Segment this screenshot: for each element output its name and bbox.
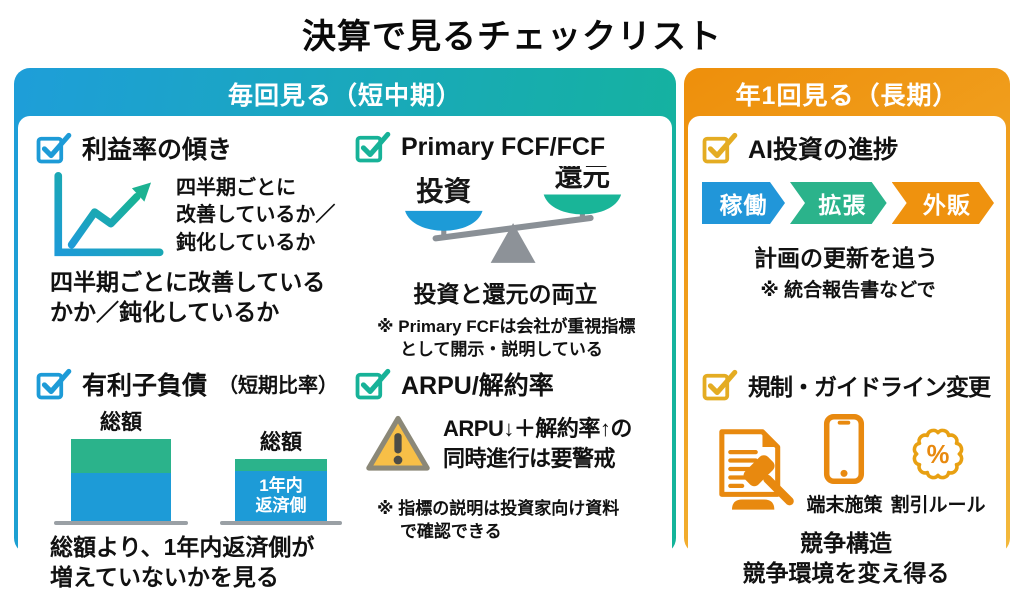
item-heading: 有利子負債 （短期比率）	[36, 366, 341, 402]
item-heading: Primary FCF/FCF	[355, 130, 660, 164]
arpu-warning-text: ARPU↓＋解約率↑の 同時進行は要警戒	[443, 416, 632, 471]
item-heading-label: ARPU/解約率	[401, 371, 554, 400]
bar-segment-green	[235, 458, 327, 471]
profit-trend-side-text: 四半期ごとに 改善しているか／ 鈍化しているか	[176, 176, 336, 254]
checkbox-icon	[702, 369, 738, 401]
checkbox-icon	[36, 368, 72, 400]
item-arpu-churn: ARPU/解約率 ARPU↓＋解約率↑の 同時進行は要警戒 ※ 指標の説明は投資…	[355, 362, 660, 598]
left-panel-body: 利益率の傾き 四半期ごとに 改善しているか／ 鈍化しているか	[18, 116, 672, 604]
item-heading: AI投資の進捗	[702, 130, 994, 166]
bar-segment-blue: 1年内 返済側	[235, 470, 327, 521]
debt-caption: 総額より、1年内返済側が 増えていないかを見る	[50, 533, 315, 590]
debt-bars-figure: 総額 総額 1年内 返済側	[54, 406, 342, 525]
ai-progress-steps: 稼働 拡張 外販	[702, 182, 994, 224]
bar-segment-green	[71, 438, 171, 473]
checkbox-icon	[36, 132, 72, 164]
profit-trend-figure: 四半期ごとに 改善しているか／ 鈍化しているか	[50, 172, 341, 260]
bar-label: 総額	[100, 410, 142, 434]
step-arrow: 稼働	[702, 182, 785, 224]
percent-glyph: %	[927, 441, 950, 469]
bar-label: 総額	[260, 430, 302, 454]
scale-left-label: 投資	[416, 176, 471, 207]
right-panel-body: AI投資の進捗 稼働 拡張 外販 計画の更新を追う ※ 統合報告書などで 規	[688, 116, 1006, 595]
percent-badge-icon: %	[912, 428, 964, 480]
phone-label: 端末施策	[806, 495, 883, 516]
item-heading: 利益率の傾き	[36, 130, 341, 166]
item-heading-label: 規制・ガイドライン変更	[748, 374, 991, 400]
step-arrow: 拡張	[790, 182, 887, 224]
item-heading-sub: （短期比率）	[218, 375, 339, 398]
stacked-bar-icon	[71, 438, 171, 521]
checkbox-icon	[702, 132, 738, 164]
panel-long-term: 年1回見る（長期） AI投資の進捗 稼働 拡張 外販 計画の更新を追う ※ 統合	[684, 68, 1010, 595]
debt-bar-after: 総額 1年内 返済側	[220, 426, 342, 525]
panels-container: 毎回見る（短中期） 利益率の傾き	[0, 68, 1024, 604]
ai-note: ※ 統合報告書などで	[760, 279, 936, 301]
item-ai-investment: AI投資の進捗 稼働 拡張 外販 計画の更新を追う ※ 統合報告書などで	[702, 126, 994, 350]
checkbox-icon	[355, 131, 391, 163]
regulation-icons: 端末施策 % 割引ルール	[702, 412, 994, 517]
item-heading-label: Primary FCF/FCF	[401, 132, 606, 161]
bar-inner-label: 1年内 返済側	[255, 476, 307, 515]
debt-bar-before: 総額	[54, 406, 188, 525]
arpu-warning-figure: ARPU↓＋解約率↑の 同時進行は要警戒	[363, 412, 660, 476]
fcf-caption: 投資と還元の両立	[413, 281, 598, 307]
baseline	[220, 520, 342, 525]
item-profit-margin-trend: 利益率の傾き 四半期ごとに 改善しているか／ 鈍化しているか	[36, 126, 341, 362]
step-arrow: 外販	[892, 182, 994, 224]
ai-caption: 計画の更新を追う	[754, 245, 938, 271]
smartphone-icon	[824, 414, 865, 484]
page-title: 決算で見るチェックリスト	[302, 18, 722, 56]
stacked-bar-icon: 1年内 返済側	[235, 458, 327, 521]
item-heading: ARPU/解約率	[355, 366, 660, 402]
scale-right-label: 還元	[554, 166, 609, 191]
left-panel-header: 毎回見る（短中期）	[227, 82, 462, 110]
bar-segment-blue	[71, 472, 171, 521]
phone-policy-group: 端末施策	[806, 412, 883, 517]
baseline	[54, 520, 188, 525]
item-heading-label: 利益率の傾き	[82, 136, 233, 164]
item-interest-bearing-debt: 有利子負債 （短期比率） 総額 総額	[36, 362, 342, 598]
item-primary-fcf: Primary FCF/FCF 投資 還元 投資と還元の両立 ※	[355, 126, 660, 362]
discount-rule-group: % 割引ルール	[891, 422, 986, 517]
item-heading-label: 有利子負債	[82, 371, 208, 400]
panel-short-term: 毎回見る（短中期） 利益率の傾き	[14, 68, 676, 604]
line-chart-icon	[54, 172, 164, 257]
profit-trend-caption: 四半期ごとに改善している かか／鈍化しているか	[50, 269, 326, 325]
item-regulation-change: 規制・ガイドライン変更	[702, 364, 994, 589]
right-panel-header: 年1回見る（長期）	[735, 82, 959, 110]
item-heading: 規制・ガイドライン変更	[702, 368, 994, 402]
warning-triangle-icon	[366, 415, 430, 471]
arpu-note: ※ 指標の説明は投資家向け資料 で確認できる	[377, 498, 620, 541]
item-heading-label: AI投資の進捗	[748, 136, 899, 164]
badge-label: 割引ルール	[890, 495, 986, 516]
fcf-note: ※ Primary FCFは会社が重視指標 として開示・説明している	[377, 316, 636, 359]
checkbox-icon	[355, 368, 391, 400]
document-gavel-icon	[719, 429, 795, 510]
balance-scale-icon: 投資 還元	[404, 166, 621, 263]
